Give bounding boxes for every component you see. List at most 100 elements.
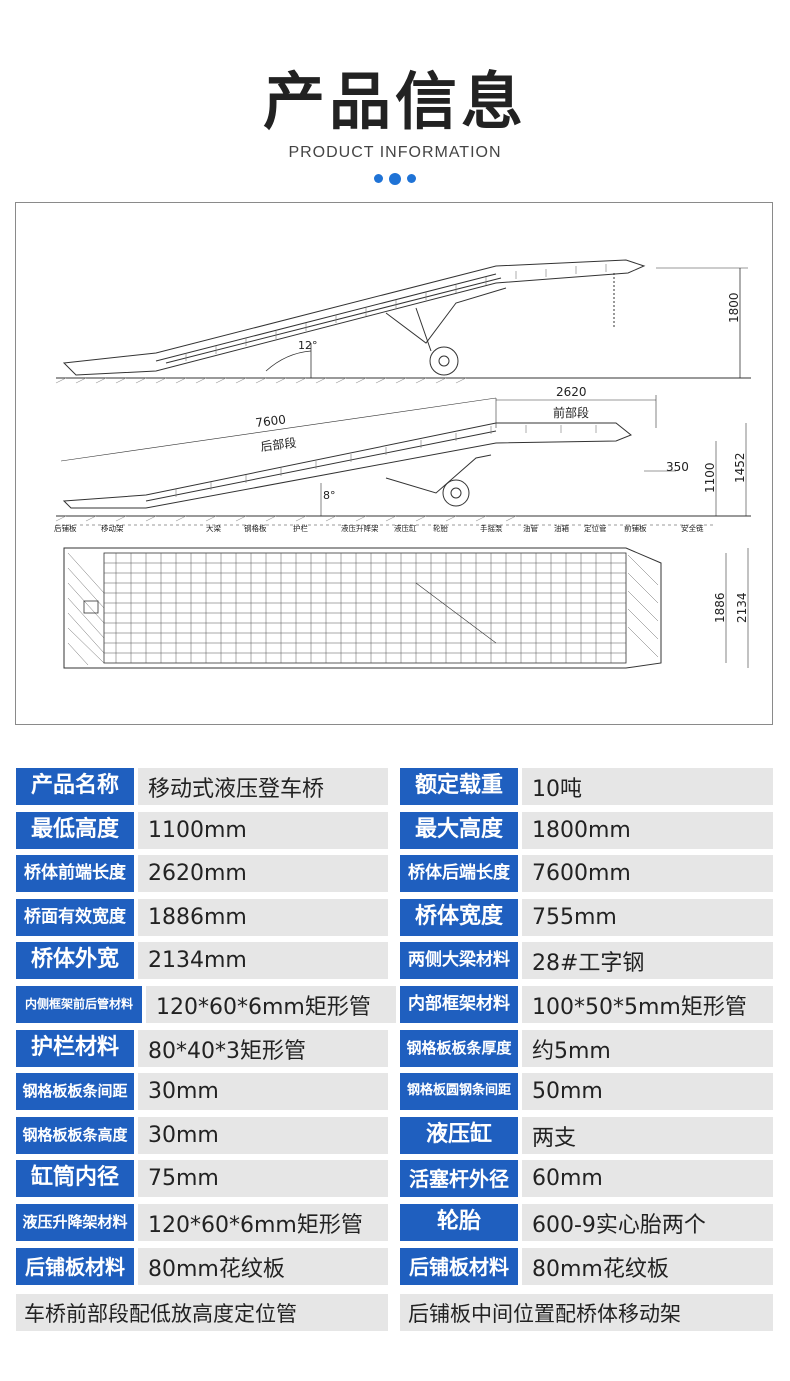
spec-value: 80*40*3矩形管 bbox=[138, 1030, 388, 1067]
dim-1800: 1800 bbox=[727, 292, 741, 323]
note-right: 后铺板中间位置配桥体移动架 bbox=[400, 1294, 773, 1331]
spec-row: 钢格板板条厚度约5mm bbox=[400, 1030, 773, 1067]
part-label: 移动架 bbox=[101, 523, 124, 533]
spec-label: 护栏材料 bbox=[16, 1030, 134, 1067]
dim-350: 350 bbox=[666, 460, 689, 474]
spec-value: 100*50*5mm矩形管 bbox=[522, 986, 773, 1023]
spec-label: 最低高度 bbox=[16, 812, 134, 849]
spec-row: 产品名称移动式液压登车桥 bbox=[16, 768, 388, 805]
spec-value: 1800mm bbox=[522, 812, 773, 849]
spec-label: 轮胎 bbox=[400, 1204, 518, 1241]
spec-label: 液压缸 bbox=[400, 1117, 518, 1154]
spec-label: 额定载重 bbox=[400, 768, 518, 805]
spec-label: 桥体后端长度 bbox=[400, 855, 518, 892]
spec-value: 两支 bbox=[522, 1117, 773, 1154]
spec-label: 内侧框架前后管材料 bbox=[16, 986, 142, 1023]
angle-8: 8° bbox=[323, 489, 336, 502]
part-label: 手摇泵 bbox=[480, 523, 503, 533]
spec-row: 液压缸两支 bbox=[400, 1117, 773, 1154]
part-label: 液压缸 bbox=[394, 523, 417, 533]
spec-value: 28#工字钢 bbox=[522, 942, 773, 979]
dot-icon bbox=[407, 174, 416, 183]
spec-value: 120*60*6mm矩形管 bbox=[146, 986, 396, 1023]
ramp-drawing-svg: 1800 12° 2620 前部段 7600 后部段 8° 350 1100 1… bbox=[54, 259, 751, 669]
label-front-section: 前部段 bbox=[553, 405, 589, 420]
part-label: 安全链 bbox=[681, 523, 704, 533]
dot-icon bbox=[389, 172, 401, 185]
dim-2134: 2134 bbox=[735, 592, 749, 623]
spec-label: 桥体外宽 bbox=[16, 942, 134, 979]
label-rear-section: 后部段 bbox=[260, 435, 298, 454]
wheel bbox=[429, 346, 459, 376]
dim-7600: 7600 bbox=[255, 412, 287, 430]
lift-frame bbox=[385, 287, 507, 344]
grating-pattern bbox=[104, 553, 626, 663]
part-label: 钢格板 bbox=[244, 523, 267, 533]
part-label: 护栏 bbox=[293, 523, 308, 533]
part-label: 轮胎 bbox=[433, 523, 448, 533]
spec-label: 后铺板材料 bbox=[16, 1248, 134, 1285]
spec-value: 80mm花纹板 bbox=[138, 1248, 388, 1285]
spec-value: 2620mm bbox=[138, 855, 388, 892]
spec-value: 30mm bbox=[138, 1117, 388, 1154]
spec-value: 80mm花纹板 bbox=[522, 1248, 773, 1285]
spec-label: 钢格板板条厚度 bbox=[400, 1030, 518, 1067]
page-subtitle: PRODUCT INFORMATION bbox=[288, 144, 502, 161]
spec-value: 75mm bbox=[138, 1160, 388, 1197]
spec-label: 后铺板材料 bbox=[400, 1248, 518, 1285]
spec-label: 内部框架材料 bbox=[400, 986, 518, 1023]
ramp-raised-body bbox=[62, 259, 646, 376]
spec-label: 液压升降架材料 bbox=[16, 1204, 134, 1241]
spec-value: 50mm bbox=[522, 1073, 773, 1110]
spec-label: 钢格板板条高度 bbox=[16, 1117, 134, 1154]
decorative-dots bbox=[0, 168, 790, 187]
spec-value: 移动式液压登车桥 bbox=[138, 768, 388, 805]
angle-12: 12° bbox=[298, 339, 318, 352]
part-label: 前铺板 bbox=[624, 523, 647, 533]
spec-value: 755mm bbox=[522, 899, 773, 936]
spec-label: 缸筒内径 bbox=[16, 1160, 134, 1197]
note-left: 车桥前部段配低放高度定位管 bbox=[16, 1294, 388, 1331]
spec-value: 约5mm bbox=[522, 1030, 773, 1067]
spec-label: 桥面有效宽度 bbox=[16, 899, 134, 936]
dim-1452: 1452 bbox=[733, 452, 747, 483]
spec-value: 60mm bbox=[522, 1160, 773, 1197]
dim-1100: 1100 bbox=[703, 462, 717, 493]
part-label: 油箱 bbox=[554, 523, 569, 533]
page-title: 产品信息 bbox=[262, 65, 527, 138]
part-labels: 后铺板 移动架 大梁 钢格板 护栏 液压升降架 液压缸 轮胎 手摇泵 油管 油箱… bbox=[54, 523, 704, 533]
spec-value: 120*60*6mm矩形管 bbox=[138, 1204, 388, 1241]
spec-label: 最大高度 bbox=[400, 812, 518, 849]
part-label: 液压升降架 bbox=[341, 523, 379, 533]
spec-label: 桥体宽度 bbox=[400, 899, 518, 936]
spec-value: 600-9实心胎两个 bbox=[522, 1204, 773, 1241]
dim-1886: 1886 bbox=[713, 592, 727, 623]
spec-value: 1100mm bbox=[138, 812, 388, 849]
spec-label: 活塞杆外径 bbox=[400, 1160, 518, 1197]
spec-label: 钢格板圆钢条间距 bbox=[400, 1073, 518, 1110]
part-label: 大梁 bbox=[206, 523, 221, 533]
spec-value: 30mm bbox=[138, 1073, 388, 1110]
spec-value: 7600mm bbox=[522, 855, 773, 892]
part-label: 后铺板 bbox=[54, 523, 77, 533]
part-label: 油管 bbox=[523, 523, 538, 533]
ramp-top-view bbox=[63, 547, 662, 669]
spec-label: 两侧大梁材料 bbox=[400, 942, 518, 979]
